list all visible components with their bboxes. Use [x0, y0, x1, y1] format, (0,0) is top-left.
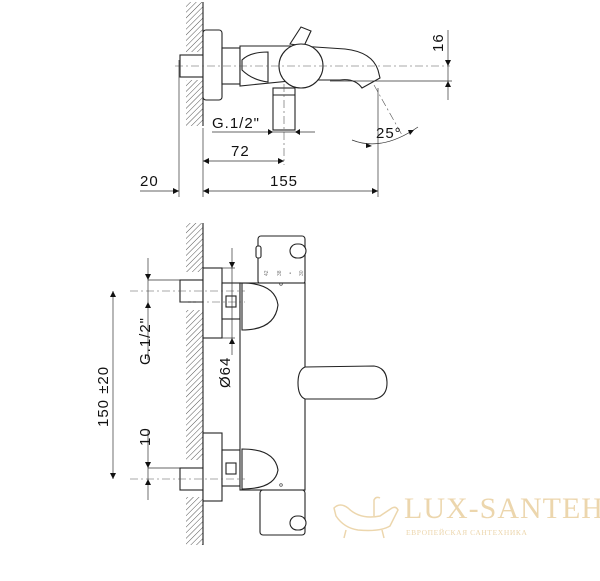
dim-20: 20 [140, 173, 159, 190]
body-wedge [241, 51, 269, 83]
wall-hatch [186, 497, 203, 545]
dim-155: 155 [270, 173, 298, 190]
diverter-lever [297, 365, 388, 400]
svg-text:42: 42 [264, 270, 270, 276]
dim-16: 16 [430, 33, 447, 52]
lever-handle [289, 26, 312, 47]
wall-hatch [186, 223, 203, 272]
dim-72: 72 [231, 143, 250, 160]
front-view: 42 38 • 30 150 ±20 G.1/2" 10 [95, 223, 388, 545]
rosette-upper [202, 267, 223, 339]
temp-knob-bottom [289, 515, 307, 531]
handle-knob [278, 43, 324, 89]
svg-text:38: 38 [277, 270, 283, 276]
dim-thread-top: G.1/2" [212, 115, 260, 132]
rosette-lower [202, 432, 223, 502]
wall-hatch [186, 310, 203, 460]
dim-10: 10 [137, 427, 154, 446]
dim-150-20: 150 ±20 [95, 366, 112, 427]
wall-rosette [202, 29, 223, 101]
temperature-scale: 42 38 • 30 [264, 270, 305, 276]
watermark-brand: LUX-SANTEH [404, 492, 600, 525]
temp-knob-top [289, 243, 307, 259]
dim-thread-front: G.1/2" [137, 317, 154, 365]
dim-diameter-64: Ø64 [217, 357, 234, 388]
svg-text:30: 30 [299, 270, 305, 276]
top-view: 16 G.1/2" 25° 72 155 20 [140, 2, 452, 197]
bathtub-icon [333, 496, 399, 539]
wall-hatch [186, 80, 203, 126]
wall-hatch [186, 2, 203, 52]
watermark-tagline: ЕВРОПЕЙСКАЯ САНТЕХНИКА [406, 528, 528, 537]
dim-angle-25: 25° [376, 125, 402, 142]
watermark-logo: LUX-SANTEH ЕВРОПЕЙСКАЯ САНТЕХНИКА [330, 490, 600, 550]
svg-text:•: • [288, 272, 294, 274]
